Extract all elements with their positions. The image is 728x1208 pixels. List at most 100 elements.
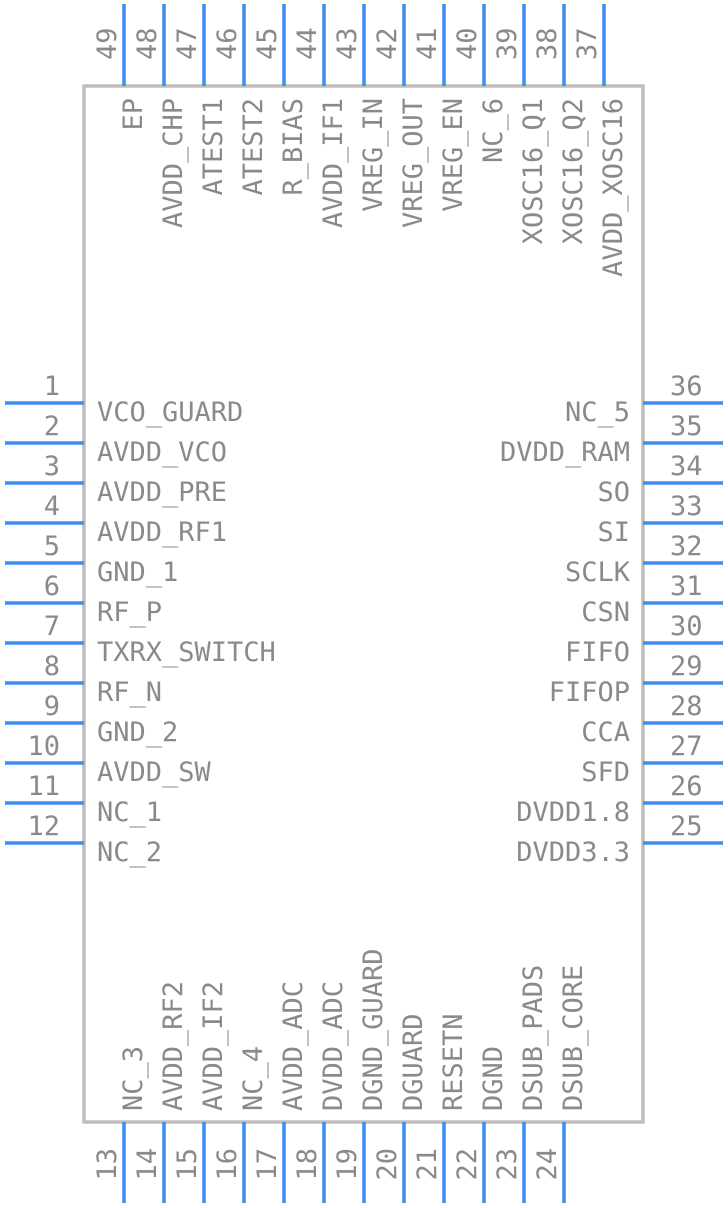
pin-name-si: SI — [597, 517, 630, 548]
pin-number: 3 — [44, 451, 60, 482]
pin-number: 9 — [44, 691, 60, 722]
pin-number: 36 — [670, 371, 703, 402]
pin-name-vreg-in: VREG_IN — [358, 98, 389, 212]
pin-number: 37 — [572, 27, 603, 60]
pin-number: 27 — [670, 731, 703, 762]
pin-name-txrx-switch: TXRX_SWITCH — [97, 637, 276, 668]
pin-number: 7 — [44, 611, 60, 642]
pin-number: 1 — [44, 371, 60, 402]
pin-number: 49 — [92, 27, 123, 60]
pin-name-xosc16-q2: XOSC16_Q2 — [558, 98, 589, 244]
left-pins: 1VCO_GUARD2AVDD_VCO3AVDD_PRE4AVDD_RF15GN… — [5, 371, 276, 868]
pin-number: 29 — [670, 651, 703, 682]
pin-name-nc-6: NC_6 — [478, 98, 509, 163]
pin-number: 40 — [452, 27, 483, 60]
pin-name-atest2: ATEST2 — [238, 98, 269, 196]
top-pins: 37AVDD_XOSC1638XOSC16_Q239XOSC16_Q140NC_… — [92, 4, 629, 277]
pin-number: 4 — [44, 491, 60, 522]
pin-number: 26 — [670, 771, 703, 802]
pin-number: 6 — [44, 571, 60, 602]
pin-number: 23 — [492, 1148, 523, 1181]
pin-number: 22 — [452, 1148, 483, 1181]
pin-number: 5 — [44, 531, 60, 562]
pin-name-avdd-if2: AVDD_IF2 — [198, 981, 229, 1111]
pin-name-dvdd3-3: DVDD3.3 — [516, 837, 630, 868]
pin-number: 10 — [27, 731, 60, 762]
pin-name-avdd-vco: AVDD_VCO — [97, 437, 227, 468]
pin-name-dgnd: DGND — [478, 1046, 509, 1111]
pin-name-resetn: RESETN — [438, 1013, 469, 1111]
pin-name-avdd-adc: AVDD_ADC — [278, 981, 309, 1111]
pin-name-avdd-chp: AVDD_CHP — [158, 98, 189, 228]
pin-number: 2 — [44, 411, 60, 442]
pin-number: 31 — [670, 571, 703, 602]
pin-name-gnd-1: GND_1 — [97, 557, 178, 588]
pin-name-r-bias: R_BIAS — [278, 98, 309, 196]
pin-name-ep: EP — [118, 98, 149, 131]
pin-name-nc-4: NC_4 — [238, 1046, 269, 1111]
right-pins: 25DVDD3.326DVDD1.827SFD28CCA29FIFOP30FIF… — [500, 371, 723, 868]
pin-name-avdd-pre: AVDD_PRE — [97, 477, 227, 508]
pin-name-sclk: SCLK — [565, 557, 631, 588]
pin-number: 43 — [332, 27, 363, 60]
pin-23: 23 DSUB_PADS — [492, 965, 549, 1203]
pin-number: 44 — [292, 27, 323, 60]
pin-name-avdd-if1: AVDD_IF1 — [318, 98, 349, 228]
pin-name-gnd-2: GND_2 — [97, 717, 178, 748]
pin-name-dguard: DGUARD — [398, 1013, 429, 1111]
pin-name-xosc16-q1: XOSC16_Q1 — [518, 98, 549, 244]
pin-number: 42 — [372, 27, 403, 60]
pin-number: 33 — [670, 491, 703, 522]
pin-number: 45 — [252, 27, 283, 60]
pin-number: 11 — [27, 771, 60, 802]
pin-name-nc-2: NC_2 — [97, 837, 162, 868]
pin-name-nc-1: NC_1 — [97, 797, 162, 828]
pin-number: 25 — [670, 811, 703, 842]
pin-number: 32 — [670, 531, 703, 562]
pin-name-cca: CCA — [581, 717, 630, 748]
pin-name-dgnd-guard: DGND_GUARD — [358, 948, 389, 1111]
pin-number: 14 — [132, 1148, 163, 1181]
pin-name-dvdd1-8: DVDD1.8 — [516, 797, 630, 828]
pin-name-rf-n: RF_N — [97, 677, 162, 708]
pin-number: 12 — [27, 811, 60, 842]
pin-name-dvdd-ram: DVDD_RAM — [500, 437, 630, 468]
pin-name-dsub-pads: DSUB_PADS — [518, 965, 549, 1111]
pin-number: 38 — [532, 27, 563, 60]
pin-name-avdd-xosc16: AVDD_XOSC16 — [598, 98, 629, 277]
